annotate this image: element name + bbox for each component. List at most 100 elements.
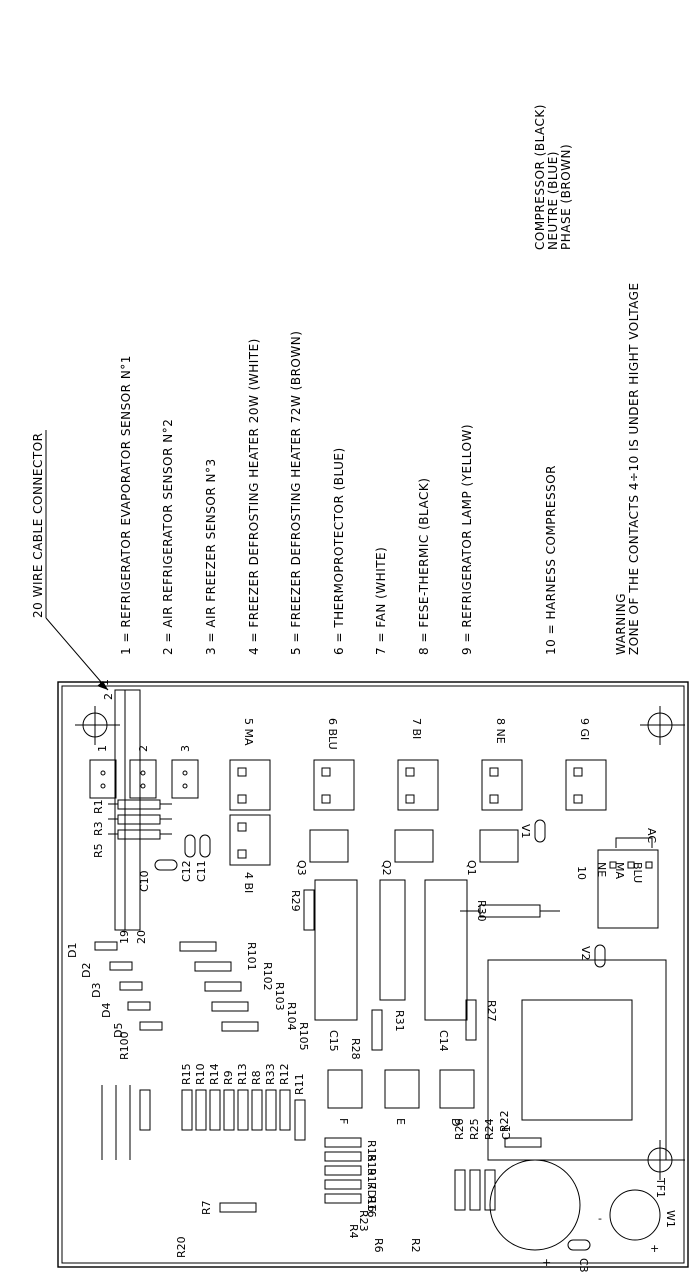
mounting-hole-top-right bbox=[640, 706, 685, 745]
resistor-r14-label: R14 bbox=[208, 1063, 221, 1085]
opto-d-label: D bbox=[449, 1118, 462, 1126]
resistor-r27-label: R27 bbox=[485, 1000, 498, 1022]
resistor-r6-label: R6 bbox=[372, 1238, 385, 1253]
legend-item-2: 2 = AIR REFRIGERATOR SENSOR N°2 bbox=[161, 419, 175, 655]
terminal-7-label: 7 BI bbox=[410, 718, 423, 739]
legend-item-10: 10 = HARNESS COMPRESSOR bbox=[544, 465, 558, 655]
diode-d3-label: D3 bbox=[90, 983, 103, 998]
relays: Q3 Q2 Q1 bbox=[295, 829, 519, 876]
diode-d1-label: D1 bbox=[66, 943, 79, 958]
buzzer-label: W1 bbox=[664, 1210, 677, 1228]
resistor-r2-label: R2 bbox=[409, 1238, 422, 1253]
diode-d4-label: D4 bbox=[100, 1003, 113, 1018]
cable-connector-label: 20 WIRE CABLE CONNECTOR bbox=[31, 433, 45, 618]
legend: 1 = REFRIGERATOR EVAPORATOR SENSOR N°1 2… bbox=[119, 104, 641, 655]
harness-pin-ma: MA bbox=[613, 862, 626, 879]
resistor-r28-label: R28 bbox=[349, 1038, 362, 1060]
resistor-r25-label: R25 bbox=[468, 1118, 481, 1140]
connector-pin-19: 19 bbox=[118, 930, 131, 944]
resistor-r31-label: R31 bbox=[393, 1010, 406, 1032]
resistor-r101-label: R101 bbox=[245, 942, 258, 971]
resistor-r17-label: R17 bbox=[365, 1168, 378, 1190]
wire-connector: 1 2 19 20 bbox=[98, 679, 148, 944]
connector-pin-1: 1 bbox=[98, 679, 111, 686]
resistor-r8-label: R8 bbox=[250, 1070, 263, 1085]
resistor-rd16-label: RD16 bbox=[365, 1182, 378, 1212]
harness-connector: NE MA BLU AC 10 bbox=[575, 828, 659, 929]
harness-wire-compressor: COMPRESSOR (BLACK) bbox=[533, 104, 547, 250]
resistor-r9-label: R9 bbox=[222, 1070, 235, 1085]
cap-c3-label: C3 bbox=[577, 1258, 590, 1273]
big-caps-area: C15 C14 R29 R30 R31 R28 R27 bbox=[289, 879, 560, 1060]
resistor-r13-label: R13 bbox=[236, 1063, 249, 1085]
harness-10-label: 10 bbox=[575, 866, 588, 880]
diode-d2-label: D2 bbox=[80, 963, 93, 978]
resistor-r11-label: R11 bbox=[293, 1073, 306, 1095]
harness-ac-label: AC bbox=[645, 828, 658, 843]
resistor-r20-label: R20 bbox=[175, 1236, 188, 1258]
buzzer-plus: + bbox=[650, 1242, 659, 1255]
caps-c10-c12: C10 C12 C11 bbox=[138, 834, 211, 892]
diode-array: D1 D2 D3 D4 D5 R101 R102 R103 R104 R105 bbox=[66, 941, 310, 1051]
resistor-r33-label: R33 bbox=[264, 1063, 277, 1085]
resistor-r4-label: R4 bbox=[347, 1224, 360, 1239]
transformer: TF1 bbox=[487, 959, 667, 1198]
terminal-8-label: 8 NE bbox=[494, 718, 507, 744]
transformer-label: TF1 bbox=[654, 1177, 667, 1198]
terminal-5-label: 5 MA bbox=[242, 718, 255, 746]
legend-item-9: 9 = REFRIGERATOR LAMP (YELLOW) bbox=[460, 424, 474, 655]
resistor-r26-label: R26 bbox=[453, 1118, 466, 1140]
buzzer: W1 - + bbox=[598, 1189, 677, 1255]
optocouplers: F E D bbox=[327, 1069, 475, 1126]
connector-pin-2: 2 bbox=[102, 693, 115, 700]
sensor-3-label: 3 bbox=[179, 745, 192, 752]
board-inner-edge bbox=[61, 685, 685, 1264]
legend-item-4: 4 = FREEZER DEFROSTING HEATER 20W (WHITE… bbox=[247, 338, 261, 655]
resistor-r104-label: R104 bbox=[285, 1002, 298, 1031]
cap-c14-label: C14 bbox=[437, 1030, 450, 1052]
varistor-v1-label: V1 bbox=[519, 824, 532, 839]
terminal-9-label: 9 GI bbox=[578, 718, 591, 740]
opto-e-label: E bbox=[394, 1118, 407, 1125]
resistor-r15-label: R15 bbox=[180, 1063, 193, 1085]
resistor-r16-label: R16 bbox=[365, 1196, 378, 1218]
resistor-bank: R100 R15 R10 R14 R9 R13 R8 R33 R12 R11 bbox=[101, 1031, 306, 1160]
legend-item-3: 3 = AIR FREEZER SENSOR N°3 bbox=[204, 458, 218, 655]
resistor-r103-label: R103 bbox=[273, 982, 286, 1011]
resistors-mid: R18 R19 R17 RD16 R16 R23 R4 R6 R2 R7 R26… bbox=[175, 1110, 542, 1258]
connector-pin-20: 20 bbox=[135, 930, 148, 944]
terminal-blocks: 5 MA 6 BLU 7 BI 8 NE 9 GI 4 BI bbox=[229, 718, 607, 893]
resistor-r24-label: R24 bbox=[483, 1118, 496, 1140]
varistor-v2-label: V2 bbox=[579, 946, 592, 961]
resistor-r23-label: R23 bbox=[357, 1210, 370, 1232]
sensor-1-label: 1 bbox=[96, 745, 109, 752]
cap-c15-label: C15 bbox=[327, 1030, 340, 1052]
legend-item-6: 6 = THERMOPROTECTOR (BLUE) bbox=[332, 447, 346, 655]
warning-text: ZONE OF THE CONTACTS 4÷10 IS UNDER HIGHT… bbox=[627, 282, 641, 655]
harness-pin-ne: NE bbox=[595, 862, 608, 877]
mounting-hole-top-left bbox=[75, 706, 120, 745]
harness-pin-blu: BLU bbox=[631, 862, 644, 883]
legend-item-5: 5 = FREEZER DEFROSTING HEATER 72W (BROWN… bbox=[289, 331, 303, 655]
cap-c1-label: C1 bbox=[500, 1125, 513, 1140]
cap-c3 bbox=[567, 1239, 591, 1251]
resistor-r7-label: R7 bbox=[200, 1200, 213, 1215]
opto-f-label: F bbox=[337, 1118, 350, 1124]
harness-wire-phase: PHASE (BROWN) bbox=[559, 144, 573, 250]
relay-q3-label: Q3 bbox=[295, 860, 308, 876]
relay-q2-label: Q2 bbox=[380, 860, 393, 876]
resistor-r100-label: R100 bbox=[118, 1031, 131, 1060]
resistor-r12-label: R12 bbox=[278, 1063, 291, 1085]
board-outline bbox=[57, 681, 689, 1268]
resistor-r30-label: R30 bbox=[475, 900, 488, 922]
electrolytic-c1: C1 + bbox=[489, 1125, 581, 1269]
legend-item-7: 7 = FAN (WHITE) bbox=[374, 547, 388, 655]
sensor-2-label: 2 bbox=[137, 745, 150, 752]
resistor-r18-label: R18 bbox=[365, 1140, 378, 1162]
harness-wire-neutre: NEUTRE (BLUE) bbox=[546, 151, 560, 250]
sensor-connectors: 1 2 3 bbox=[89, 745, 199, 799]
buzzer-minus: - bbox=[598, 1212, 602, 1225]
terminal-4-label: 4 BI bbox=[242, 872, 255, 893]
cap-c1-plus: + bbox=[542, 1256, 551, 1269]
